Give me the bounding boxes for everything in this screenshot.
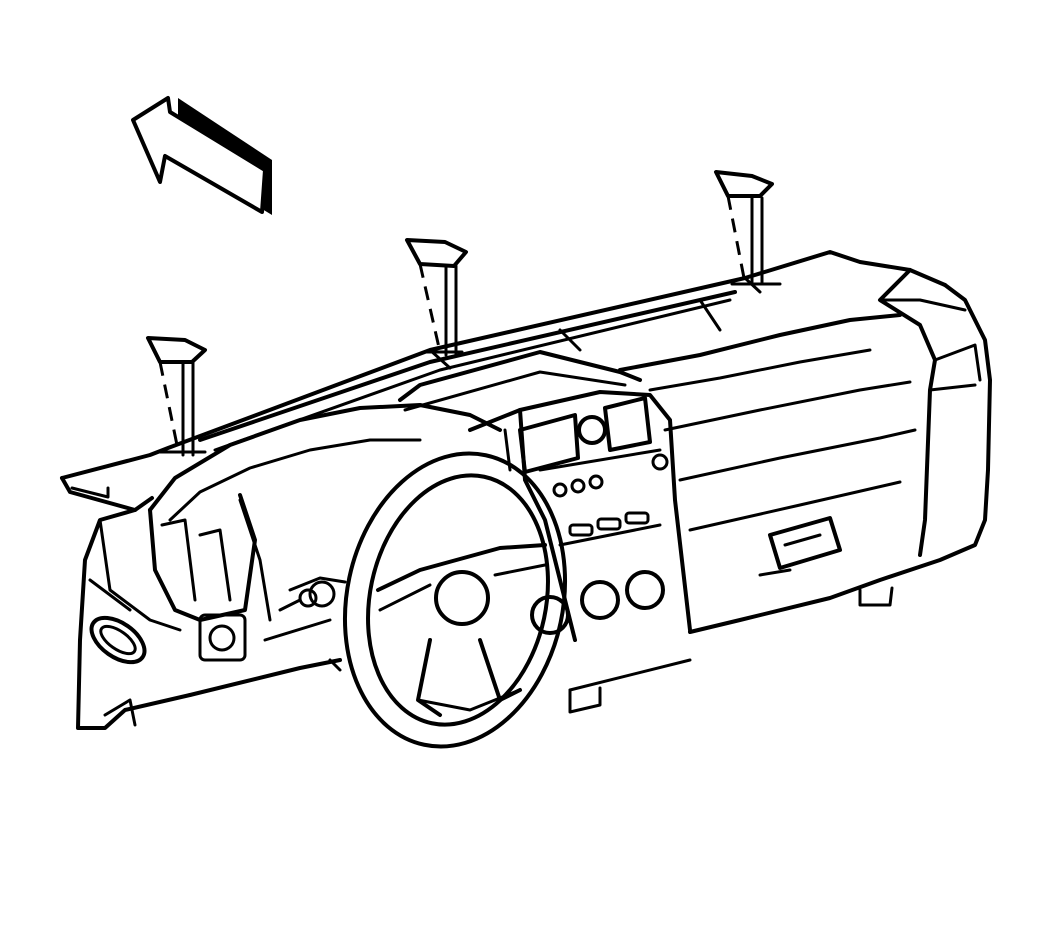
center-stack [398,350,692,642]
mounting-feet [328,586,894,714]
retaining-clip-center [405,238,468,357]
direction-arrow-icon [131,96,272,215]
steering-column [278,576,347,612]
left-outboard-vent [89,615,147,665]
steering-wheel [342,451,568,749]
retaining-clip-right [714,170,782,286]
glove-box-handle [758,516,842,577]
retaining-clip-left [146,336,207,457]
instrument-panel-body [76,268,992,730]
cluster-hood [148,403,502,662]
instrument-panel-upper-pad [60,250,947,512]
